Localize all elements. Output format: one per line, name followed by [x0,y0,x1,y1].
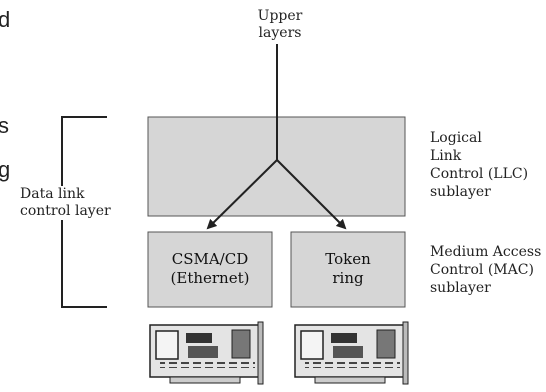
data-link-label-2: control layer [20,203,111,219]
llc-label-2: Link [430,148,462,164]
llc-label-1: Logical [430,130,482,146]
upper-layers-label-1: Upper [258,8,303,24]
arrow-to-token [276,159,347,230]
bracket-label-bg [16,186,120,220]
clipped-text-1: d [0,7,10,32]
ethernet-label: (Ethernet) [171,269,250,287]
clipped-text-3: g [0,157,10,182]
mac-label-1: Medium Access [430,244,541,260]
clipped-text-2: s [0,113,9,138]
csma-cd-label: CSMA/CD [172,250,249,268]
network-card-icon-2 [294,321,409,385]
token-label: Token [325,250,371,268]
ring-label: ring [332,269,364,287]
mac-label-3: sublayer [430,280,491,296]
network-card-icon-1 [149,321,264,385]
token-ring-box [290,231,406,308]
data-link-label-1: Data link [20,186,85,202]
csma-cd-box [147,231,273,308]
llc-label-4: sublayer [430,184,491,200]
mac-label-2: Control (MAC) [430,262,534,278]
upper-layers-label-2: layers [259,25,302,41]
arrow-to-csma [206,159,278,230]
llc-label-3: Control (LLC) [430,166,528,182]
